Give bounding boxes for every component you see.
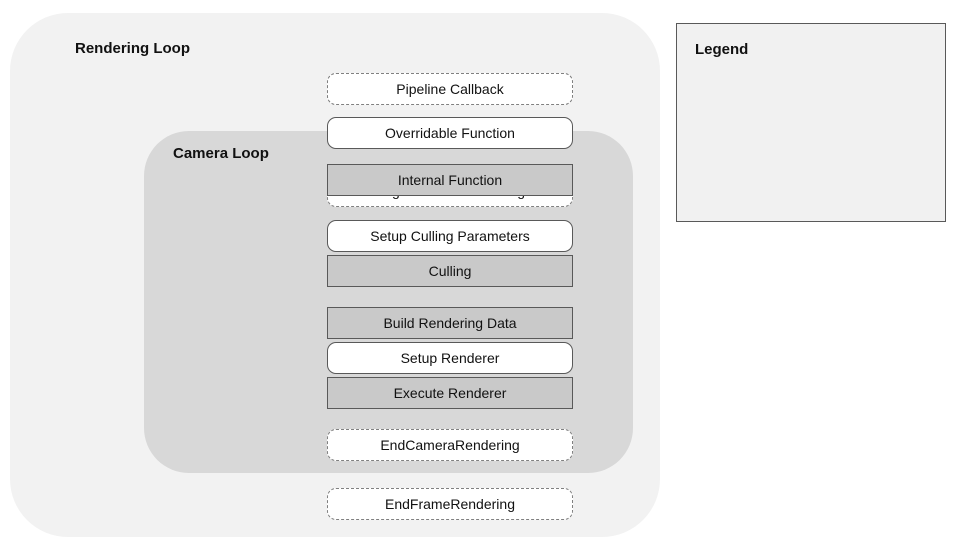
rendering-loop-title: Rendering Loop: [75, 40, 190, 57]
node-setup-renderer: Setup Renderer: [327, 342, 573, 374]
node-end-frame-rendering: EndFrameRendering: [327, 488, 573, 520]
node-build-rendering-data: Build Rendering Data: [327, 307, 573, 339]
legend-title: Legend: [695, 41, 749, 58]
node-setup-culling-parameters: Setup Culling Parameters: [327, 220, 573, 252]
node-end-camera-rendering: EndCameraRendering: [327, 429, 573, 461]
legend-item-pipeline-callback: Pipeline Callback: [327, 73, 573, 105]
legend-container: [676, 23, 946, 222]
node-execute-renderer: Execute Renderer: [327, 377, 573, 409]
node-culling: Culling: [327, 255, 573, 287]
camera-loop-title: Camera Loop: [173, 145, 269, 162]
legend-item-overridable-function: Overridable Function: [327, 117, 573, 149]
legend-item-internal-function: Internal Function: [327, 164, 573, 196]
